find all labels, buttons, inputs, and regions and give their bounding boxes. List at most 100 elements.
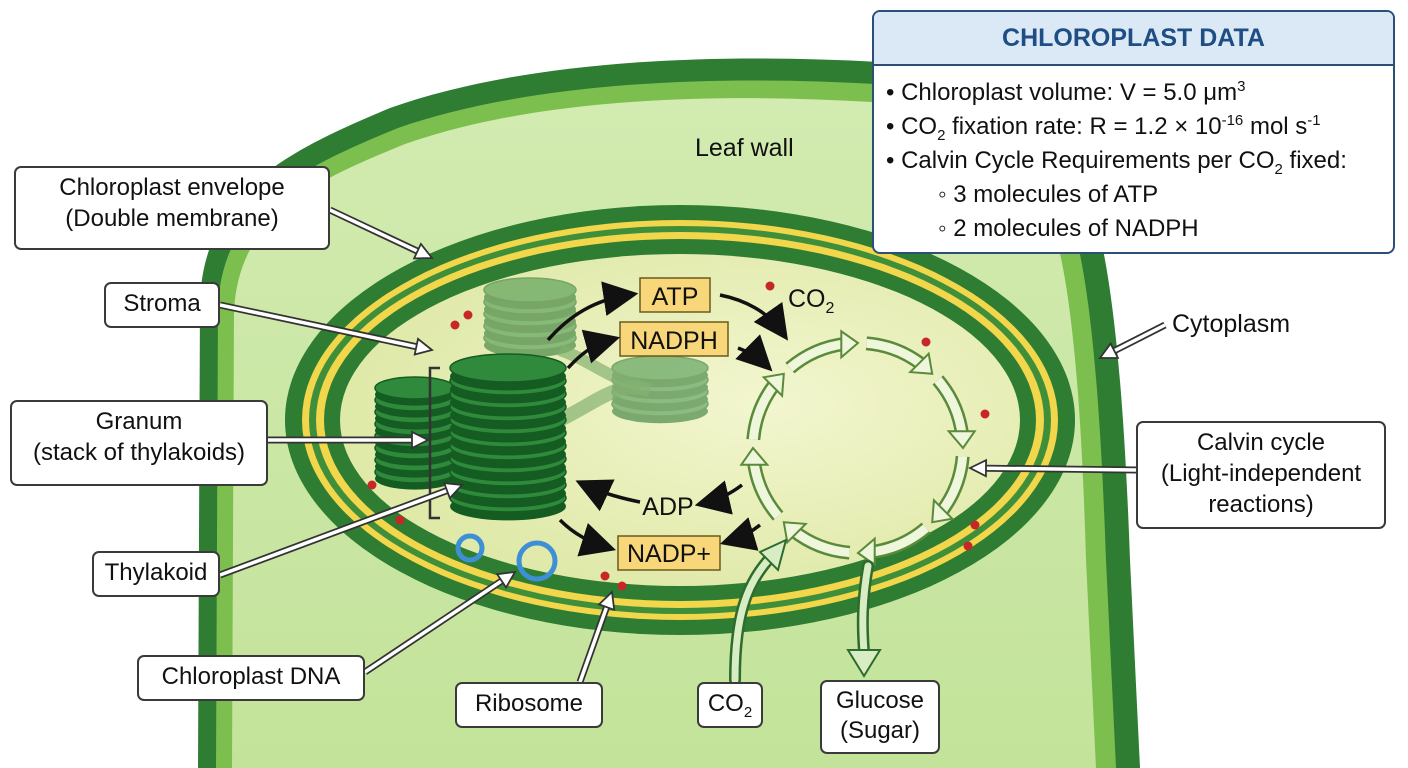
data-item-fixation-rate: • CO2 fixation rate: R = 1.2 × 10-16 mol… bbox=[886, 112, 1321, 144]
cycle-arrowhead bbox=[739, 446, 770, 466]
glucose-label-line2: (Sugar) bbox=[839, 717, 921, 744]
pointer-granum-head bbox=[411, 430, 431, 450]
data-item-volume: • Chloroplast volume: V = 5.0 μm3 bbox=[886, 78, 1246, 106]
thylakoid-disc-top bbox=[374, 376, 456, 400]
ribosome bbox=[395, 515, 405, 525]
pointer-cytoplasm-inner bbox=[1113, 323, 1166, 353]
ribosome bbox=[450, 320, 460, 330]
molecule-nadph: NADPH bbox=[619, 321, 729, 357]
adp-label: ADP bbox=[642, 493, 693, 521]
arrow-nadph-to-cycle bbox=[735, 334, 773, 372]
stroma-lamella bbox=[557, 344, 642, 391]
callout-chloroplast-envelope: Chloroplast envelope (Double membrane) bbox=[14, 166, 330, 250]
cycle-arrowhead bbox=[931, 498, 955, 524]
arrow-to-adp bbox=[575, 479, 641, 512]
co2-stroma-label: CO2 bbox=[788, 285, 835, 317]
dna-ring bbox=[516, 540, 558, 582]
pointer-dna-head bbox=[495, 570, 517, 590]
callout-co2-input: CO2 bbox=[697, 682, 763, 728]
ribosome bbox=[980, 409, 990, 419]
envelope-label-line1: Chloroplast envelope bbox=[59, 174, 285, 201]
callout-ribosome: Ribosome bbox=[455, 682, 603, 728]
callout-granum: Granum (stack of thylakoids) bbox=[10, 400, 268, 486]
arrow-to-nadph bbox=[566, 329, 621, 370]
nadp-plus-label: NADP+ bbox=[627, 540, 711, 568]
cycle-arrowhead bbox=[946, 430, 977, 450]
cycle-arrowhead bbox=[840, 329, 860, 360]
stroma-label: Stroma bbox=[123, 290, 201, 317]
reaction-arrows bbox=[546, 281, 789, 557]
ribosome bbox=[617, 581, 627, 591]
data-subitem-nadph: ◦ 2 molecules of NADPH bbox=[938, 215, 1199, 242]
calvin-cycle-ring bbox=[739, 329, 977, 567]
pointer-envelope-inner bbox=[329, 208, 419, 253]
cycle-arrowhead bbox=[908, 351, 934, 375]
chloroplast-data-panel: CHLOROPLAST DATA • Chloroplast volume: V… bbox=[872, 10, 1395, 254]
pointer-thylakoid-inner bbox=[219, 488, 448, 577]
arrow-cycle-to-adp bbox=[694, 480, 744, 515]
cycle-arrowhead bbox=[856, 536, 876, 567]
cycle-arrowhead bbox=[782, 521, 808, 545]
pointer-calvin-inner bbox=[985, 466, 1137, 472]
atp-label: ATP bbox=[652, 283, 699, 311]
molecule-nadp-plus: NADP+ bbox=[617, 535, 721, 571]
data-subitem-atp: ◦ 3 molecules of ATP bbox=[938, 181, 1159, 208]
dna-label: Chloroplast DNA bbox=[161, 663, 341, 690]
nadph-label: NADPH bbox=[630, 327, 718, 355]
ribosomes bbox=[367, 281, 990, 591]
pointer-stroma-head bbox=[413, 337, 434, 356]
pointer-thylakoid-head bbox=[442, 482, 464, 500]
thylakoid-disc-top bbox=[449, 353, 567, 383]
granum-bracket bbox=[428, 366, 440, 520]
dna-ring bbox=[455, 533, 485, 563]
callout-stroma: Stroma bbox=[104, 282, 220, 328]
granum bbox=[374, 353, 567, 521]
thylakoid-label: Thylakoid bbox=[104, 559, 208, 586]
leaf-wall-label: Leaf wall bbox=[695, 134, 794, 162]
data-item-requirements: • Calvin Cycle Requirements per CO2 fixe… bbox=[886, 147, 1347, 178]
callout-glucose: Glucose (Sugar) bbox=[820, 680, 940, 754]
pointer-arrows bbox=[218, 206, 1167, 684]
pointer-dna-inner bbox=[364, 579, 503, 674]
callout-calvin-cycle: Calvin cycle (Light-independent reaction… bbox=[1136, 421, 1386, 529]
pointer-stroma-inner bbox=[219, 303, 417, 349]
ribosome-label: Ribosome bbox=[474, 690, 584, 717]
callout-thylakoid: Thylakoid bbox=[92, 551, 220, 597]
thylakoid-disc-top bbox=[483, 277, 577, 303]
stroma-lamella bbox=[556, 380, 653, 427]
glucose-output-arrow bbox=[846, 560, 882, 678]
ribosome bbox=[921, 337, 931, 347]
co2-input-label: CO2 bbox=[707, 690, 753, 721]
arrow-to-atp bbox=[546, 281, 639, 342]
envelope-label-line2: (Double membrane) bbox=[65, 205, 279, 232]
granum-label-line1: Granum bbox=[95, 408, 183, 435]
data-list: • Chloroplast volume: V = 5.0 μm3 • CO2 … bbox=[874, 66, 1393, 246]
arrow-to-nadp bbox=[558, 518, 617, 557]
ribosome bbox=[765, 281, 775, 291]
pointer-calvin-head bbox=[967, 458, 988, 478]
chloroplast-dna bbox=[455, 533, 558, 582]
pointer-envelope-head bbox=[412, 242, 434, 260]
calvin-label-line3: reactions) bbox=[1208, 491, 1314, 518]
cycle-arrowhead bbox=[761, 372, 785, 398]
co2-input-arrow bbox=[729, 538, 788, 686]
glucose-label-line1: Glucose bbox=[835, 687, 925, 714]
granum-label-line2: (stack of thylakoids) bbox=[32, 439, 246, 466]
callout-chloroplast-dna: Chloroplast DNA bbox=[137, 655, 365, 701]
pointer-ribosome-inner bbox=[578, 606, 609, 683]
pointer-ribosome-head bbox=[597, 590, 616, 612]
background-grana bbox=[483, 277, 709, 427]
arrow-cycle-to-nadp bbox=[719, 517, 762, 551]
pointer-cytoplasm-head bbox=[1098, 341, 1120, 359]
arrow-atp-to-cycle bbox=[719, 293, 789, 341]
molecule-atp: ATP bbox=[639, 277, 711, 313]
ribosome bbox=[963, 541, 973, 551]
ribosome bbox=[970, 520, 980, 530]
ribosome bbox=[367, 480, 377, 490]
calvin-label-line2: (Light-independent bbox=[1160, 460, 1362, 487]
panel-title: CHLOROPLAST DATA bbox=[874, 12, 1393, 66]
ribosome bbox=[463, 310, 473, 320]
ribosome bbox=[600, 571, 610, 581]
calvin-label-line1: Calvin cycle bbox=[1196, 429, 1326, 456]
